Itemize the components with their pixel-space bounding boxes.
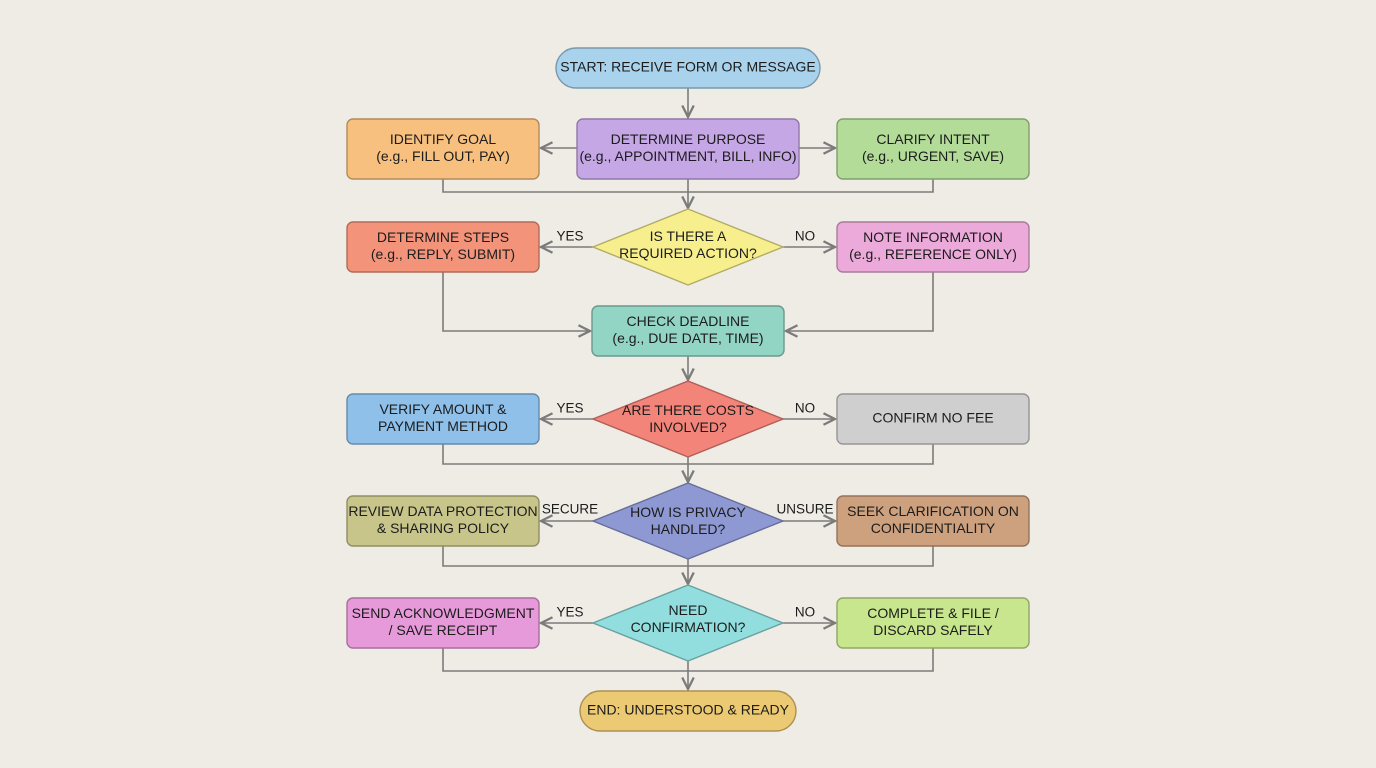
confirm-no-fee-box [836,393,1030,445]
need-confirmation-text-line-2: CONFIRMATION? [631,619,746,635]
complete-file-text-line-2: DISCARD SAFELY [873,622,993,638]
privacy-text-line-2: HANDLED? [651,521,726,537]
determine-purpose-text-line-2: (e.g., APPOINTMENT, BILL, INFO) [579,148,796,164]
node-complete-file: COMPLETE & FILE /DISCARD SAFELY [836,597,1030,649]
check-deadline-text-line-1: CHECK DEADLINE [627,313,750,329]
start-text-line-1: START: RECEIVE FORM OR MESSAGE [560,59,815,75]
need-confirmation-text-line-1: NEED [669,602,708,618]
end-text-line-1: END: UNDERSTOOD & READY [587,702,790,718]
node-note-information: NOTE INFORMATION(e.g., REFERENCE ONLY) [836,221,1030,273]
privacy-diamond [591,482,785,560]
identify-goal-box [346,118,540,180]
determine-steps-text-line-2: (e.g., REPLY, SUBMIT) [371,246,515,262]
node-verify-amount: VERIFY AMOUNT &PAYMENT METHOD [346,393,540,445]
node-determine-steps: DETERMINE STEPS(e.g., REPLY, SUBMIT) [346,221,540,273]
costs-diamond [591,380,785,458]
identify-goal-text-line-1: IDENTIFY GOAL [390,131,497,147]
label-privacy-unsure: UNSURE [776,502,833,517]
connector-steps-deadline [442,272,590,331]
privacy-text-line-1: HOW IS PRIVACY [630,504,746,520]
seek-clarification-text-line-2: CONFIDENTIALITY [871,520,996,536]
costs-text-line-1: ARE THERE COSTS [622,402,754,418]
required-action-text-line-1: IS THERE A [650,228,727,244]
clarify-intent-box [836,118,1030,180]
required-action-text-line-2: REQUIRED ACTION? [619,245,757,261]
send-ack-text-line-1: SEND ACKNOWLEDGMENT [352,605,535,621]
seek-clarification-box [836,495,1030,547]
note-information-text-line-2: (e.g., REFERENCE ONLY) [849,246,1017,262]
start-terminal-shape [555,47,821,89]
label-action-yes: YES [556,229,583,244]
determine-steps-box [346,221,540,273]
determine-purpose-text-line-1: DETERMINE PURPOSE [611,131,766,147]
node-clarify-intent: CLARIFY INTENT(e.g., URGENT, SAVE) [836,118,1030,180]
complete-file-text-line-1: COMPLETE & FILE / [867,605,999,621]
review-policy-text-line-1: REVIEW DATA PROTECTION [348,503,537,519]
node-confirm-no-fee: CONFIRM NO FEE [836,393,1030,445]
label-costs-yes: YES [556,401,583,416]
label-action-no: NO [795,229,815,244]
complete-file-box [836,597,1030,649]
costs-text-line-2: INVOLVED? [649,419,727,435]
label-confirm-no: NO [795,605,815,620]
node-send-ack: SEND ACKNOWLEDGMENT/ SAVE RECEIPT [346,597,540,649]
review-policy-text-line-2: & SHARING POLICY [377,520,510,536]
connectors [442,88,934,689]
connector-note-deadline [786,272,934,331]
review-policy-box [346,495,540,547]
label-costs-no: NO [795,401,815,416]
clarify-intent-text-line-1: CLARIFY INTENT [876,131,990,147]
seek-clarification-text-line-1: SEEK CLARIFICATION ON [847,503,1019,519]
need-confirmation-diamond [591,584,785,662]
send-ack-text-line-2: / SAVE RECEIPT [389,622,498,638]
check-deadline-text-line-2: (e.g., DUE DATE, TIME) [612,330,763,346]
clarify-intent-text-line-2: (e.g., URGENT, SAVE) [862,148,1004,164]
send-ack-box [346,597,540,649]
node-check-deadline: CHECK DEADLINE(e.g., DUE DATE, TIME) [591,305,785,357]
verify-amount-box [346,393,540,445]
node-end: END: UNDERSTOOD & READY [579,690,797,732]
node-determine-purpose: DETERMINE PURPOSE(e.g., APPOINTMENT, BIL… [576,118,800,180]
required-action-diamond [591,208,785,286]
determine-steps-text-line-1: DETERMINE STEPS [377,229,509,245]
check-deadline-box [591,305,785,357]
node-start: START: RECEIVE FORM OR MESSAGE [555,47,821,89]
verify-amount-text-line-2: PAYMENT METHOD [378,418,508,434]
edge-labels: YES NO YES NO SECURE UNSURE YES NO [542,229,834,620]
verify-amount-text-line-1: VERIFY AMOUNT & [379,401,507,417]
end-terminal-shape [579,690,797,732]
note-information-box [836,221,1030,273]
node-review-policy: REVIEW DATA PROTECTION& SHARING POLICY [346,495,540,547]
label-privacy-secure: SECURE [542,502,598,517]
confirm-no-fee-text-line-1: CONFIRM NO FEE [872,410,993,426]
identify-goal-text-line-2: (e.g., FILL OUT, PAY) [376,148,510,164]
label-confirm-yes: YES [556,605,583,620]
node-identify-goal: IDENTIFY GOAL(e.g., FILL OUT, PAY) [346,118,540,180]
note-information-text-line-1: NOTE INFORMATION [863,229,1003,245]
determine-purpose-box [576,118,800,180]
